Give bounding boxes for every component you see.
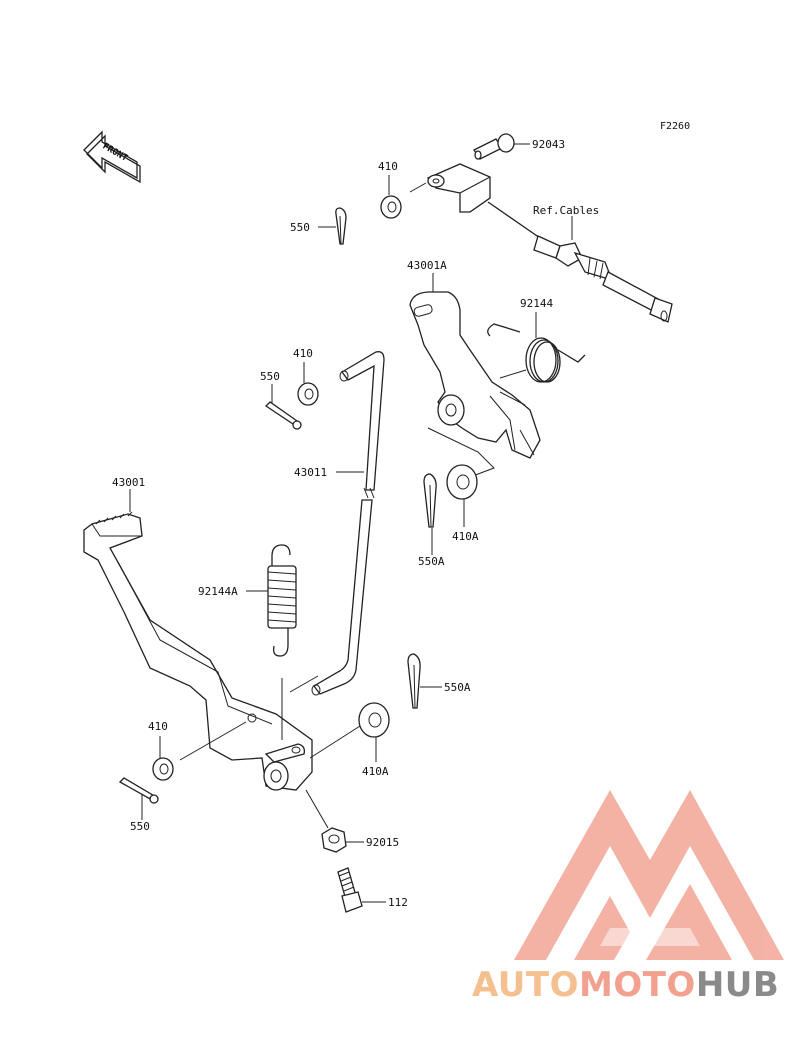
label-550a-lower: 550A bbox=[444, 681, 471, 694]
label-550a-right: 550A bbox=[418, 555, 445, 568]
label-410-mid: 410 bbox=[293, 347, 313, 360]
cotter-pin-lower-shape bbox=[118, 777, 159, 804]
front-arrow-icon: FRONT bbox=[83, 130, 141, 184]
label-ref-cables: Ref.Cables bbox=[533, 204, 599, 217]
label-410a-lower: 410A bbox=[362, 765, 389, 778]
washer-410a-right-shape bbox=[446, 464, 478, 500]
brake-pedal-shape bbox=[83, 511, 313, 791]
label-92144: 92144 bbox=[520, 297, 553, 310]
label-550-top: 550 bbox=[290, 221, 310, 234]
label-112: 112 bbox=[388, 896, 408, 909]
watermark-text: AUTOMOTOHUB bbox=[472, 965, 779, 1005]
torsion-spring-shape bbox=[487, 323, 586, 383]
rod-shape bbox=[311, 351, 385, 696]
cotter-pin-550a-right-shape bbox=[423, 473, 437, 528]
label-43011: 43011 bbox=[294, 466, 327, 479]
watermark-hub: HUB bbox=[696, 965, 779, 1005]
label-92043: 92043 bbox=[532, 138, 565, 151]
washer-410a-lower-shape bbox=[358, 702, 390, 738]
cotter-pin-top-shape bbox=[335, 207, 347, 245]
washer-mid-shape bbox=[297, 382, 319, 406]
label-92015: 92015 bbox=[366, 836, 399, 849]
label-410-top: 410 bbox=[378, 160, 398, 173]
diagram-code: F2260 bbox=[660, 121, 690, 132]
washer-lower-shape bbox=[152, 757, 174, 781]
nut-shape bbox=[321, 827, 347, 853]
label-43001a: 43001A bbox=[407, 259, 447, 272]
clevis-shape bbox=[426, 163, 491, 213]
label-550-lower: 550 bbox=[130, 820, 150, 833]
bolt-shape bbox=[337, 867, 363, 913]
watermark-auto: AUTO bbox=[472, 965, 579, 1005]
label-550-mid: 550 bbox=[260, 370, 280, 383]
upper-lever-shape bbox=[409, 291, 541, 459]
label-410-lower: 410 bbox=[148, 720, 168, 733]
return-spring-shape bbox=[267, 544, 297, 657]
washer-top-shape bbox=[380, 195, 402, 219]
watermark-logo bbox=[514, 790, 784, 960]
clevis-pin-shape bbox=[473, 133, 515, 160]
watermark-moto: MOTO bbox=[579, 965, 696, 1005]
label-43001: 43001 bbox=[112, 476, 145, 489]
cable-shape bbox=[487, 201, 673, 323]
label-92144a: 92144A bbox=[198, 585, 238, 598]
label-410a-right: 410A bbox=[452, 530, 479, 543]
cotter-pin-550a-lower-shape bbox=[407, 653, 421, 709]
cotter-pin-mid-shape bbox=[264, 401, 302, 430]
